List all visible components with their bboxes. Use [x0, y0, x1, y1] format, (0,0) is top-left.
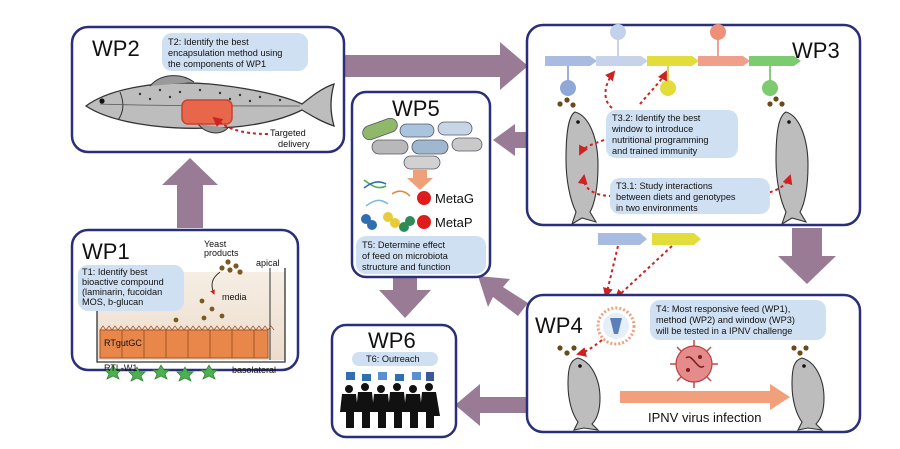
selected-window-segments — [598, 233, 701, 300]
wp1-task-line: T1: Identify best — [82, 267, 148, 277]
down-arrow-orange — [407, 170, 433, 190]
wp2-task-bubble — [162, 33, 308, 71]
wp3-task31-line: between diets and genotypes — [616, 192, 736, 202]
metag-label: MetaG — [435, 191, 474, 206]
wp6-title: WP6 — [368, 328, 416, 353]
salmon-vertical-right — [775, 111, 809, 226]
salmon-challenge-left — [567, 357, 601, 431]
arrow-wp3-to-wp5 — [493, 124, 527, 156]
wp3-task31-line: in two environments — [616, 203, 698, 213]
salmon-challenge-right — [791, 357, 825, 431]
svg-text:Yeast products: Yeast products — [204, 239, 239, 258]
wp3-task32-bubble — [606, 110, 738, 158]
flow-arrows — [162, 42, 836, 426]
wp2-task-line: encapsulation method using — [168, 48, 282, 58]
crowd-silhouette — [340, 383, 440, 428]
delivery-label: Targeted — [270, 128, 306, 138]
arrow-wp5-to-wp6 — [379, 276, 431, 318]
wp6-task-bubble — [352, 352, 438, 366]
svg-text:T4: Most responsive feed (WP1): T4: Most responsive feed (WP1), method (… — [655, 304, 797, 336]
apical-label: apical — [256, 258, 280, 268]
dna-icons — [363, 179, 411, 207]
basolateral-label: basolateral — [232, 365, 276, 375]
delivery-label: delivery — [278, 139, 310, 149]
media-label: media — [222, 292, 247, 302]
social-icons — [346, 372, 434, 381]
gut-highlight — [181, 99, 233, 125]
wp2-panel: WP2 T2: Identify the best encapsulation … — [70, 25, 346, 154]
rtgutgc-label: RTgutGC — [104, 338, 142, 348]
wp4-task-line: T4: Most responsive feed (WP1), — [656, 304, 790, 314]
wp4-title: WP4 — [535, 313, 583, 338]
metap-dot — [417, 215, 431, 229]
wp6-task-label: T6: Outreach — [366, 354, 420, 364]
wp5-task-line: of feed on microbiota — [362, 251, 449, 261]
wp6-panel: WP6 T6: Outreach — [330, 323, 458, 439]
wp1-title: WP1 — [82, 239, 130, 264]
wp2-title: WP2 — [92, 36, 140, 61]
wp5-task-bubble — [356, 236, 486, 274]
bacteria-illustration — [362, 117, 483, 170]
salmon-illustration — [84, 75, 335, 134]
targeted-delivery-arrow — [212, 116, 269, 135]
wp5-title: WP5 — [392, 96, 440, 121]
arrow-wp2-to-wp3 — [345, 42, 528, 90]
yeast-label: Yeast — [204, 239, 227, 249]
wp2-task-line: the components of WP1 — [168, 59, 266, 69]
arrow-wp4-to-wp6 — [455, 384, 527, 426]
arrow-wp3-to-wp4 — [778, 228, 836, 284]
virus-icon — [670, 340, 718, 388]
wp4-pellets — [557, 345, 809, 356]
wp4-task-line: method (WP2) and window (WP3) — [656, 315, 795, 325]
wp3-task32-line: nutritional programming — [612, 135, 709, 145]
wp4-panel: WP4 T4: Most responsive feed (WP1), meth… — [525, 293, 862, 434]
wp4-task-bubble — [650, 300, 826, 340]
salmon-vertical-left — [565, 111, 599, 226]
metag-dot — [417, 191, 431, 205]
svg-text:T3.2: Identify the best: T3.2: Identify the best window to introd… — [611, 113, 711, 156]
protein-icons — [361, 212, 415, 232]
wp3-panel: WP3 — [525, 23, 862, 227]
svg-text:T5: Determine effect of: T5: Determine effect of feed on microbio… — [362, 240, 450, 272]
wp3-task32-line: and trained immunity — [612, 146, 698, 156]
svg-text:T1: Identify best bioact: T1: Identify best bioactive compound (la… — [82, 267, 166, 307]
wp1-task-line: bioactive compound — [82, 277, 164, 287]
metap-label: MetaP — [435, 215, 473, 230]
capsule-icon — [596, 306, 636, 346]
yeast-label: products — [204, 248, 239, 258]
arrow-wp4-to-wp5 — [478, 276, 528, 316]
wp1-task-bubble — [78, 265, 184, 311]
svg-text:T2: Identify the best en: T2: Identify the best encapsulation meth… — [168, 37, 285, 69]
wp2-task-line: T2: Identify the best — [168, 37, 249, 47]
wp3-task31-line: T3.1: Study interactions — [616, 181, 713, 191]
wp4-task-line: will be tested in a IPNV challenge — [655, 326, 792, 336]
wp1-panel: WP1 T1: Identify best bioactive compound… — [70, 228, 300, 382]
infection-arrow — [620, 384, 790, 410]
wp3-task32-line: T3.2: Identify the best — [612, 113, 701, 123]
wp3-task31-bubble — [610, 178, 770, 214]
feed-pellets — [557, 96, 785, 108]
timeline-pins — [560, 24, 778, 96]
timeline-segments — [545, 56, 801, 66]
wp1-task-line: (laminarin, fucoidan — [82, 287, 162, 297]
wp1-task-line: MOS, b-glucan — [82, 297, 143, 307]
wp3-task32-line: window to introduce — [611, 124, 693, 134]
svg-text:Targeted delivery: Targeted delivery — [270, 128, 310, 149]
yeast-particles — [173, 259, 243, 323]
wp5-task-line: structure and function — [362, 262, 450, 272]
wp5-panel: WP5 MetaG MetaP T5: Determine eff — [350, 90, 492, 279]
infection-label: IPNV virus infection — [648, 410, 761, 425]
wp5-task-line: T5: Determine effect — [362, 240, 446, 250]
arrow-wp1-to-wp2 — [162, 158, 218, 228]
wp3-title: WP3 — [792, 38, 840, 63]
svg-text:T3.1: Study interactions: T3.1: Study interactions between diets a… — [616, 181, 738, 213]
rtl-label: RTL-W1 — [104, 363, 137, 373]
cell-layer — [99, 325, 275, 359]
rtl-cells — [104, 364, 218, 382]
